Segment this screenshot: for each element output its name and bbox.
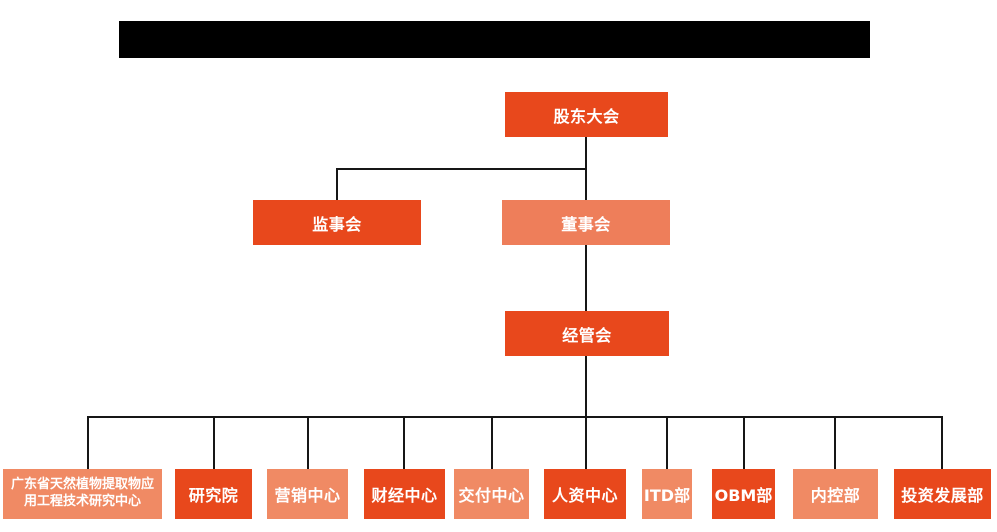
org-node-marketing-center: 营销中心 [267, 469, 348, 519]
connector-dept-stub-2 [213, 416, 215, 469]
org-node-label: 内控部 [810, 486, 861, 505]
org-node-label: ITD部 [643, 486, 691, 505]
connector-dept-stub-8 [743, 416, 745, 469]
org-node-delivery-center: 交付中心 [454, 469, 529, 519]
org-node-finance-center: 财经中心 [364, 469, 445, 519]
org-node-label: 交付中心 [458, 486, 525, 505]
org-node-internal-control-dept: 内控部 [793, 469, 878, 519]
connector-dept-stub-6 [585, 416, 587, 469]
org-node-label: 广东省天然植物提取物应用工程技术研究中心 [10, 477, 154, 509]
org-node-supervisory-board: 监事会 [253, 200, 421, 245]
connector-dept-stub-1 [87, 416, 89, 469]
org-node-label: 人资中心 [551, 486, 618, 505]
org-node-label: 投资发展部 [901, 486, 984, 505]
org-node-label: 财经中心 [371, 486, 438, 505]
connector-dept-stub-3 [307, 416, 309, 469]
org-node-obm-dept: OBM部 [712, 469, 775, 519]
org-node-label: 董事会 [561, 214, 611, 234]
org-node-label: 监事会 [312, 214, 362, 234]
org-node-label: 营销中心 [274, 486, 341, 505]
org-node-investment-development-dept: 投资发展部 [894, 469, 991, 519]
redacted-title-bar [119, 21, 870, 58]
connector-directors-to-management [585, 245, 587, 311]
org-node-hr-center: 人资中心 [544, 469, 626, 519]
org-node-shareholders-meeting: 股东大会 [505, 92, 668, 137]
org-node-board-of-directors: 董事会 [502, 200, 670, 245]
org-node-research-institute: 研究院 [175, 469, 252, 519]
org-node-itd-dept: ITD部 [642, 469, 692, 519]
connector-dept-stub-10 [941, 416, 943, 469]
connector-management-drop [585, 356, 587, 417]
org-node-gd-plant-extract-research-center: 广东省天然植物提取物应用工程技术研究中心 [3, 469, 162, 519]
org-node-label: 研究院 [188, 486, 239, 505]
org-node-label: 经管会 [562, 325, 612, 345]
org-node-management-committee: 经管会 [505, 311, 669, 356]
connector-dept-stub-7 [666, 416, 668, 469]
connector-departments-bus [87, 416, 943, 418]
connector-dept-stub-9 [834, 416, 836, 469]
connector-dept-stub-4 [403, 416, 405, 469]
org-node-label: 股东大会 [553, 106, 620, 126]
org-node-label: OBM部 [714, 486, 773, 505]
connector-dept-stub-5 [491, 416, 493, 469]
connector-level2-horizontal [336, 168, 587, 170]
connector-supervisory-drop [336, 168, 338, 200]
